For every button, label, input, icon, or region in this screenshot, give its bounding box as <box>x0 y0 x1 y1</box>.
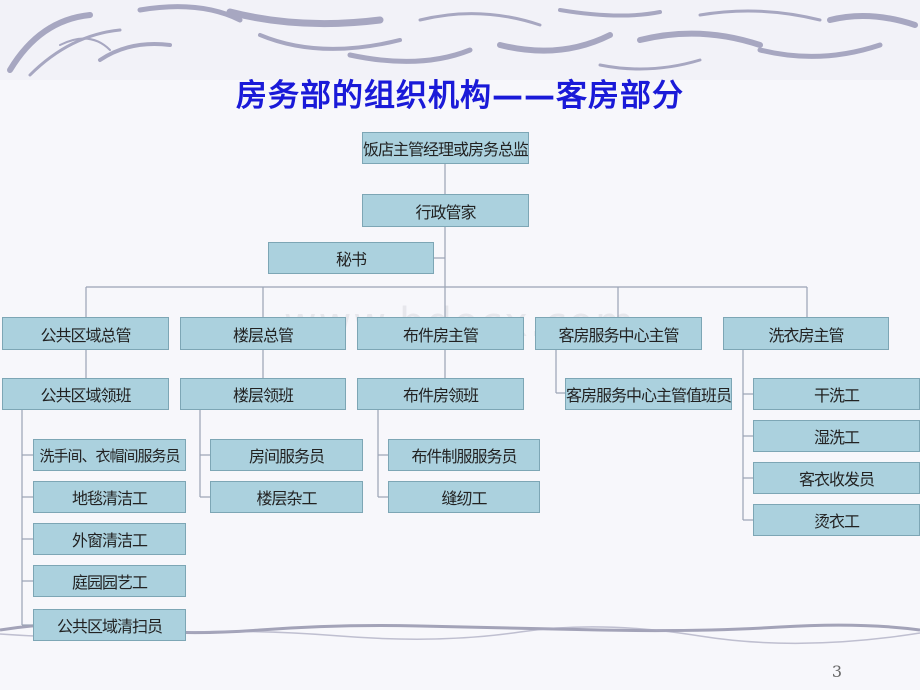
node-public-area-manager: 公共区域总管 <box>2 317 169 350</box>
page-number: 3 <box>831 662 842 681</box>
node-gardener: 庭园园艺工 <box>33 565 186 597</box>
node-service-center-supervisor: 客房服务中心主管 <box>535 317 702 350</box>
node-service-center-attendant: 客房服务中心主管值班员 <box>565 378 732 410</box>
node-linen-room-foreman: 布件房领班 <box>357 378 524 410</box>
node-public-area-foreman: 公共区域领班 <box>2 378 169 410</box>
node-carpet-cleaner: 地毯清洁工 <box>33 481 186 513</box>
page-title: 房务部的组织机构——客房部分 <box>236 78 684 114</box>
node-dry-cleaner: 干洗工 <box>753 378 920 410</box>
decorative-banner <box>0 0 920 80</box>
node-floor-foreman: 楼层领班 <box>180 378 346 410</box>
node-general-manager: 饭店主管经理或房务总监 <box>362 132 529 164</box>
node-room-attendant: 房间服务员 <box>210 439 363 471</box>
node-executive-housekeeper: 行政管家 <box>362 194 529 227</box>
node-ironer: 烫衣工 <box>753 504 920 536</box>
node-linen-room-supervisor: 布件房主管 <box>357 317 524 350</box>
node-laundry-supervisor: 洗衣房主管 <box>723 317 889 350</box>
node-floor-worker: 楼层杂工 <box>210 481 363 513</box>
node-window-cleaner: 外窗清洁工 <box>33 523 186 555</box>
node-uniform-attendant: 布件制服服务员 <box>388 439 540 471</box>
node-guest-laundry-clerk: 客衣收发员 <box>753 462 920 494</box>
node-secretary: 秘书 <box>268 242 434 274</box>
node-seamstress: 缝纫工 <box>388 481 540 513</box>
node-wet-washer: 湿洗工 <box>753 420 920 452</box>
node-public-area-cleaner: 公共区域清扫员 <box>33 609 186 641</box>
node-floor-manager: 楼层总管 <box>180 317 346 350</box>
node-restroom-attendant: 洗手间、衣帽间服务员 <box>33 439 186 471</box>
